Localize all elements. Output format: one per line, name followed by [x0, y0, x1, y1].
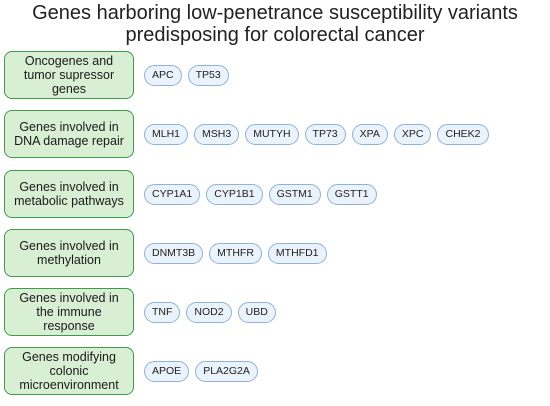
gene-pill: XPC	[393, 123, 432, 145]
category-label-line: colonic	[49, 364, 89, 378]
category-label-line: microenvironment	[19, 378, 119, 392]
diagram-title: Genes harboring low-penetrance susceptib…	[0, 2, 550, 46]
category-label-line: the immune	[36, 305, 102, 319]
gene-pill: TNF	[144, 301, 181, 323]
gene-pill: CYP1A1	[144, 183, 201, 205]
gene-pill: MTHFD1	[267, 242, 327, 264]
gene-pill: TP73	[304, 123, 346, 145]
category-label-line: Genes involved in	[19, 239, 119, 253]
gene-pill: APC	[144, 64, 182, 86]
gene-pill: PLA2G2A	[195, 360, 258, 382]
category-label-line: Genes modifying	[22, 350, 116, 364]
gene-pill: APOE	[144, 360, 190, 382]
gene-pill: MTHFR	[209, 242, 262, 264]
gene-pill: CYP1B1	[206, 183, 263, 205]
category-label-line: response	[43, 319, 95, 333]
gene-pill: UBD	[237, 301, 276, 323]
gene-pill: GSTT1	[326, 183, 377, 205]
title-line-2: predisposing for colorectal cancer	[125, 24, 425, 46]
category-label-line: genes	[51, 82, 87, 96]
category-label-line: metabolic pathways	[14, 194, 124, 208]
gene-pill: MSH3	[194, 123, 240, 145]
gene-pill: MLH1	[144, 123, 189, 145]
gene-pill: CHEK2	[437, 123, 489, 145]
category-label-line: Genes involved in	[19, 291, 119, 305]
title-line-1: Genes harboring low-penetrance susceptib…	[32, 2, 518, 24]
gene-pill: TP53	[187, 64, 229, 86]
category-label-line: Genes involved in	[19, 180, 119, 194]
gene-pill: NOD2	[186, 301, 232, 323]
category-label-line: Genes involved in	[19, 120, 119, 134]
category-label-line: DNA damage repair	[14, 134, 124, 148]
gene-pill: GSTM1	[268, 183, 321, 205]
category-label-line: tumor supressor	[23, 68, 115, 82]
gene-pill: MUTYH	[245, 123, 299, 145]
category-label-line: methylation	[37, 253, 101, 267]
gene-pill: DNMT3B	[144, 242, 204, 264]
category-label-line: Oncogenes and	[24, 54, 114, 68]
gene-pill: XPA	[351, 123, 388, 145]
